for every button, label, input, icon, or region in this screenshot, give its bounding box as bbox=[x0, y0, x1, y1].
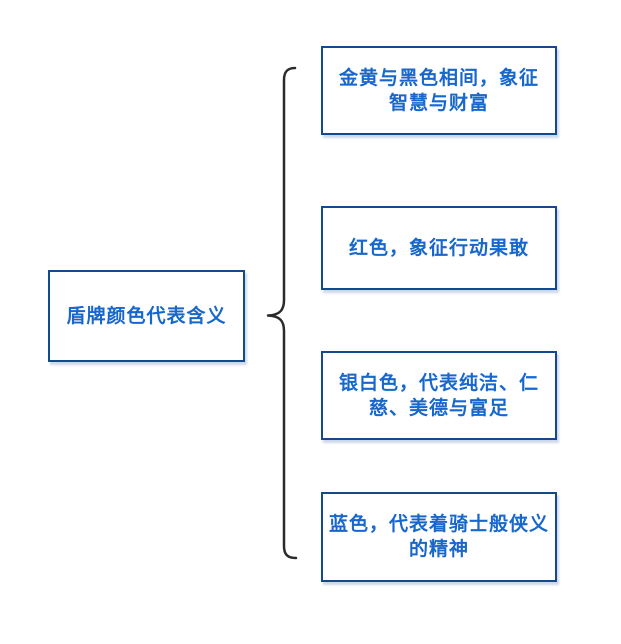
child-node-label: 智慧与财富 bbox=[388, 91, 489, 114]
curly-brace-icon bbox=[266, 66, 298, 560]
child-node-blue[interactable]: 蓝色，代表着骑士般侠义 的精神 bbox=[321, 492, 557, 582]
child-node-label: 银白色，代表纯洁、仁 bbox=[338, 371, 539, 394]
child-node-label: 红色，象征行动果敢 bbox=[348, 236, 529, 259]
child-node-label: 蓝色，代表着骑士般侠义 bbox=[328, 513, 549, 535]
child-node-label: 的精神 bbox=[408, 538, 469, 560]
child-node-gold-black[interactable]: 金黄与黑色相间，象征 智慧与财富 bbox=[321, 46, 557, 135]
child-node-silver-white[interactable]: 银白色，代表纯洁、仁 慈、美德与富足 bbox=[321, 351, 557, 440]
root-node[interactable]: 盾牌颜色代表含义 bbox=[48, 270, 245, 362]
child-node-label: 金黄与黑色相间，象征 bbox=[338, 66, 539, 89]
child-node-red[interactable]: 红色，象征行动果敢 bbox=[321, 206, 557, 290]
root-node-label: 盾牌颜色代表含义 bbox=[66, 304, 227, 327]
curly-brace-connector bbox=[260, 60, 305, 570]
child-node-label: 慈、美德与富足 bbox=[368, 396, 509, 419]
